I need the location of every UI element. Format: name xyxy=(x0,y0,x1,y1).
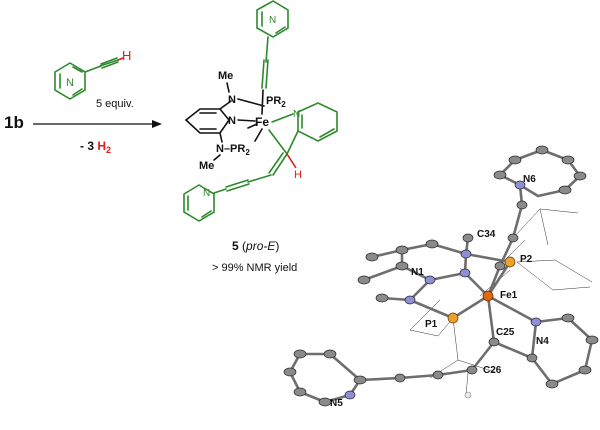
atom-c xyxy=(561,313,575,323)
atom-n4 xyxy=(530,317,542,327)
crystal-atom-labels: N6 C34 P2 N1 Fe1 P1 C25 N4 C26 N5 xyxy=(330,174,549,409)
reaction-arrow-section: 1b N H 5 equiv. - 3 H2 xyxy=(4,48,162,155)
atom-c25 xyxy=(488,337,500,347)
atom-c xyxy=(535,145,549,155)
label-c25: C25 xyxy=(496,327,515,338)
atom-c xyxy=(561,155,575,165)
top-pyridine-ring xyxy=(256,0,289,38)
ethynylpyridine-reagent: N H xyxy=(54,48,131,100)
me-bottom-label: Me xyxy=(199,160,214,172)
atom-c-methyl xyxy=(462,233,474,243)
atom-c xyxy=(395,245,409,255)
atom-c xyxy=(585,335,599,345)
atom-c xyxy=(395,261,409,271)
crystal-atoms xyxy=(283,145,599,407)
fe-label: Fe xyxy=(255,115,269,129)
atom-c xyxy=(293,349,307,359)
atom-p2 xyxy=(504,256,516,268)
label-n6: N6 xyxy=(523,174,536,185)
atom-c xyxy=(394,373,406,383)
atom-n5 xyxy=(344,390,356,400)
pincer-n-label: N xyxy=(228,115,236,127)
byproduct-label: - 3 H2 xyxy=(80,139,111,155)
reagent-n-label: N xyxy=(66,77,74,89)
label-n4: N4 xyxy=(536,336,549,347)
atom-p1 xyxy=(447,312,459,324)
atom-c xyxy=(323,349,337,359)
atom-c xyxy=(516,200,528,210)
atom-c26 xyxy=(466,365,478,375)
reactant-label: 1b xyxy=(4,113,24,132)
atom-h xyxy=(464,391,472,399)
bottom-pyridine-n-label: N xyxy=(203,188,210,199)
atom-c xyxy=(573,171,587,181)
pincer-pyridine-ring xyxy=(184,108,231,134)
me-top-label: Me xyxy=(218,70,233,82)
atom-c34 xyxy=(507,233,519,243)
vinyl-h-label: H xyxy=(294,169,302,181)
atom-c xyxy=(318,397,332,407)
atom-c xyxy=(432,370,444,380)
atom-c xyxy=(357,275,371,285)
label-p2: P2 xyxy=(520,254,533,265)
atom-c xyxy=(526,353,538,363)
atom-c xyxy=(545,379,559,389)
label-n1: N1 xyxy=(411,267,424,278)
bottom-pyridine-ring xyxy=(183,184,215,222)
atom-c xyxy=(425,239,439,249)
atom-c xyxy=(375,293,389,303)
label-p1: P1 xyxy=(425,319,438,330)
label-c34: C34 xyxy=(477,229,496,240)
atom-c xyxy=(293,387,307,397)
atom-c xyxy=(493,170,507,180)
atom-n xyxy=(404,295,416,305)
atom-n6 xyxy=(514,180,526,190)
product-structure: N Me N PR2 N Fe N–PR2 Me N xyxy=(183,0,338,222)
reagent-h-label: H xyxy=(122,48,131,63)
right-pyridine-n-label: N xyxy=(293,109,300,120)
npr2-bottom-label: N–PR2 xyxy=(216,143,250,157)
atom-n1 xyxy=(424,275,436,285)
atom-c xyxy=(558,185,572,195)
atom-fe1 xyxy=(482,290,494,302)
n-top-label: N xyxy=(228,94,236,106)
reagent-equiv-label: 5 equiv. xyxy=(96,98,134,110)
atom-c xyxy=(365,252,379,262)
product-caption: 5 (pro-E) xyxy=(232,239,279,253)
atom-c xyxy=(494,261,506,271)
label-fe1: Fe1 xyxy=(500,290,518,301)
atom-c xyxy=(283,367,297,377)
pr2-top-label: PR2 xyxy=(266,95,286,109)
label-c26: C26 xyxy=(483,365,502,376)
atom-c xyxy=(578,365,592,375)
crystal-bonds xyxy=(288,148,594,404)
reagent-pyridine-ring xyxy=(54,62,86,100)
top-pyridine-n-label: N xyxy=(269,15,276,26)
reaction-arrow-head xyxy=(152,120,162,128)
right-pyridine-ring xyxy=(297,102,338,142)
label-n5: N5 xyxy=(330,398,343,409)
atom-n xyxy=(460,249,472,259)
atom-c xyxy=(353,375,367,385)
product-yield-label: > 99% NMR yield xyxy=(212,262,297,274)
atom-n xyxy=(459,268,471,278)
crystal-structure: N6 C34 P2 N1 Fe1 P1 C25 N4 C26 N5 xyxy=(283,145,599,409)
atom-c xyxy=(508,155,522,165)
